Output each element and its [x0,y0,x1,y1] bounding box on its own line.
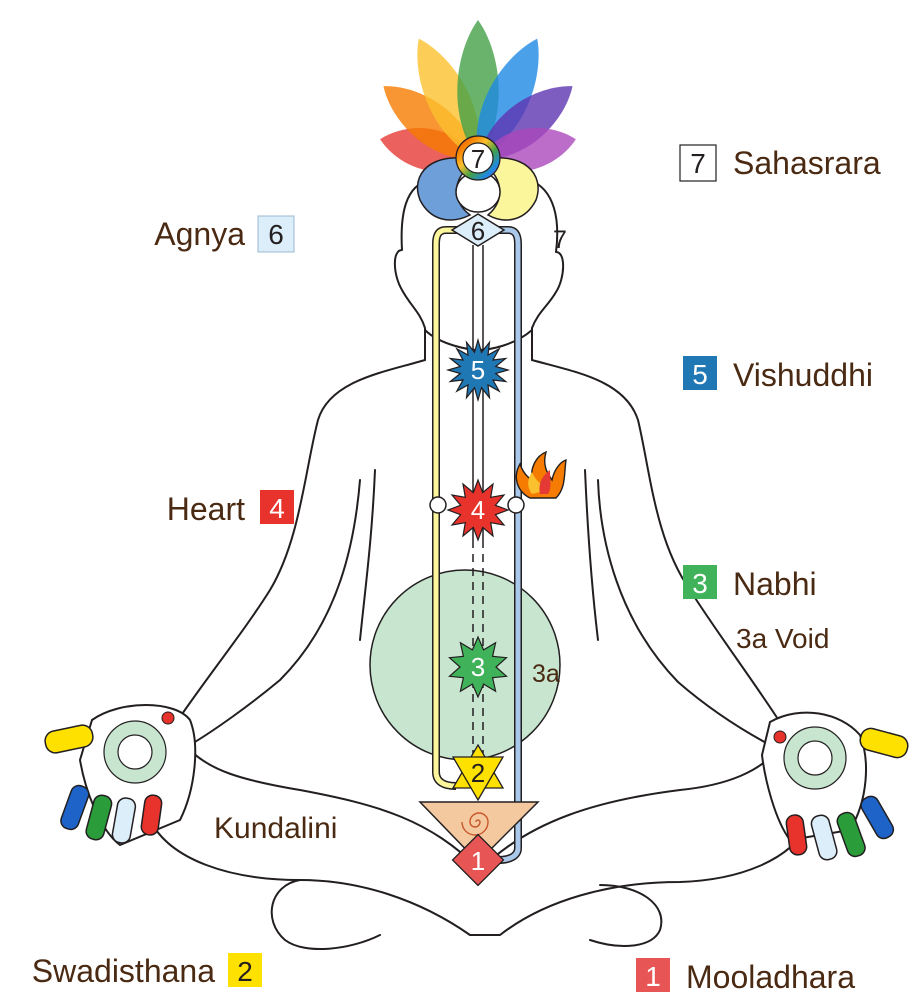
right-palm-dot [773,730,787,744]
left-finger-blue [60,784,90,831]
left-finger-green [85,794,113,841]
chakra-5-symbol: 5 [445,337,511,403]
channels [432,226,522,864]
label-swadisthana: Swadisthana 2 [32,953,262,989]
chakra-3-number: 3 [471,652,485,682]
torso-left [359,469,376,641]
heart-left-node [429,496,447,514]
right-inner-arm [597,479,771,746]
void-marker: 3a [532,660,560,688]
label-nabhi: 3 Nabhi [683,565,817,602]
left-finger-white [111,797,137,844]
label-swadisthana-number: 2 [237,956,253,987]
left-foot [270,879,381,950]
left-shoulder-arm [177,359,426,721]
chakra-7-symbol: 7 [455,135,501,181]
right-finger-red [785,814,808,856]
label-agnya-number: 6 [268,219,284,250]
left-hand [44,704,197,847]
label-vishuddhi-name: Vishuddhi [733,357,873,393]
right-foot [589,884,663,947]
label-heart-name: Heart [167,491,245,527]
chakra-1-number: 1 [471,846,485,876]
heart-right-node [507,496,525,514]
label-heart: Heart 4 [167,490,294,527]
left-palm-ring [104,721,166,783]
right-finger-blue [860,795,895,840]
label-agnya-name: Agnya [154,216,245,252]
label-mooladhara-name: Mooladhara [686,959,855,995]
label-heart-number: 4 [269,493,285,524]
kundalini-spiral [461,812,489,836]
chakra-4-symbol: 4 [446,478,510,542]
right-thumb-yellow [859,727,909,759]
chakra-2-number: 2 [471,758,485,788]
head-outline [393,179,431,361]
chakra-4-number: 4 [471,495,485,525]
left-finger-red [140,794,163,836]
label-vishuddhi: 5 Vishuddhi [683,356,873,393]
lower-legs [149,819,809,936]
label-void: 3a Void [736,623,829,654]
label-nabhi-number: 3 [692,568,708,599]
chakra-2-symbol: 2 [451,743,505,802]
head-outline-right [529,179,565,361]
label-mooladhara-number: 1 [645,961,661,992]
heart-flame-icon [515,450,567,499]
label-agnya: Agnya 6 [154,215,295,253]
right-shoulder-arm [531,359,786,731]
label-nabhi-name: Nabhi [733,566,817,602]
right-hand [760,711,909,861]
left-inner-arm [189,479,361,746]
right-finger-green [836,811,866,858]
label-kundalini: Kundalini [214,812,337,845]
chakra-1-symbol: 1 [451,833,505,887]
right-palm-ring [784,727,846,789]
kundalini-triangle [418,801,540,864]
chakra-5-number: 5 [471,355,485,385]
right-finger-white [810,814,838,861]
torso-right [584,469,599,641]
label-vishuddhi-number: 5 [692,359,708,390]
label-swadisthana-name: Swadisthana [32,953,215,989]
head-marker: 7 [553,226,567,254]
chakra-7-number: 7 [471,144,485,174]
left-thumb-yellow [44,724,94,754]
label-sahasrara: 7 Sahasrara [679,144,881,182]
chakra-6-symbol: 6 [450,213,506,247]
label-sahasrara-name: Sahasrara [733,145,881,181]
label-mooladhara: 1 Mooladhara [636,958,855,995]
chakra-6-number: 6 [471,216,485,246]
label-sahasrara-number: 7 [690,148,706,179]
left-palm-dot [161,711,175,725]
chakra-3-symbol: 3 [448,635,508,699]
